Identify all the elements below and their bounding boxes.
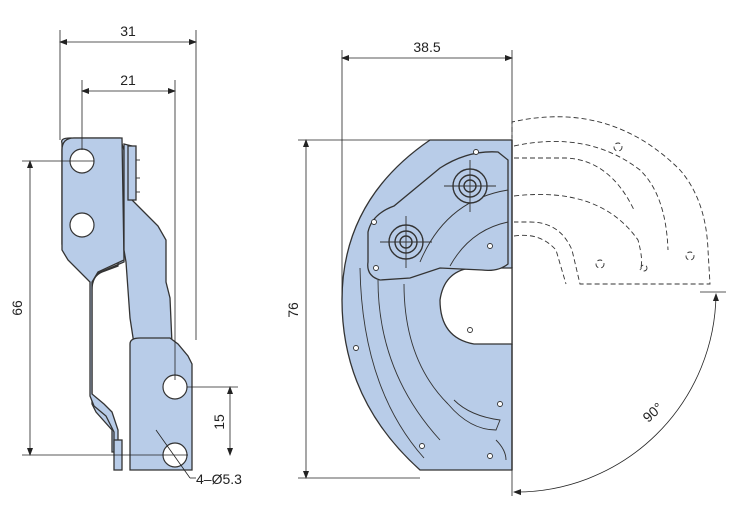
side-hole-2 xyxy=(69,212,95,238)
dim-66-label: 66 xyxy=(9,300,25,316)
rotation-angle-label: 90° xyxy=(639,399,665,425)
dim-21-label: 21 xyxy=(120,72,136,88)
side-lower-leaf xyxy=(129,337,193,471)
side-knuckle xyxy=(127,145,137,201)
dim-38-5-label: 38.5 xyxy=(413,39,440,55)
front-cutout xyxy=(439,267,513,345)
dim-31-label: 31 xyxy=(120,23,136,39)
side-view: 31 21 66 15 4–Ø5.3 xyxy=(9,23,242,487)
rotated-position-outline xyxy=(511,116,711,285)
hole-callout-label: 4–Ø5.3 xyxy=(196,471,242,487)
side-top-plate xyxy=(61,137,125,453)
dim-15-label: 15 xyxy=(211,414,227,430)
side-arm-link xyxy=(123,143,173,345)
dim-76-label: 76 xyxy=(285,302,301,318)
front-view: 38.5 76 90° xyxy=(285,39,726,496)
front-upper-bracket xyxy=(367,151,509,281)
